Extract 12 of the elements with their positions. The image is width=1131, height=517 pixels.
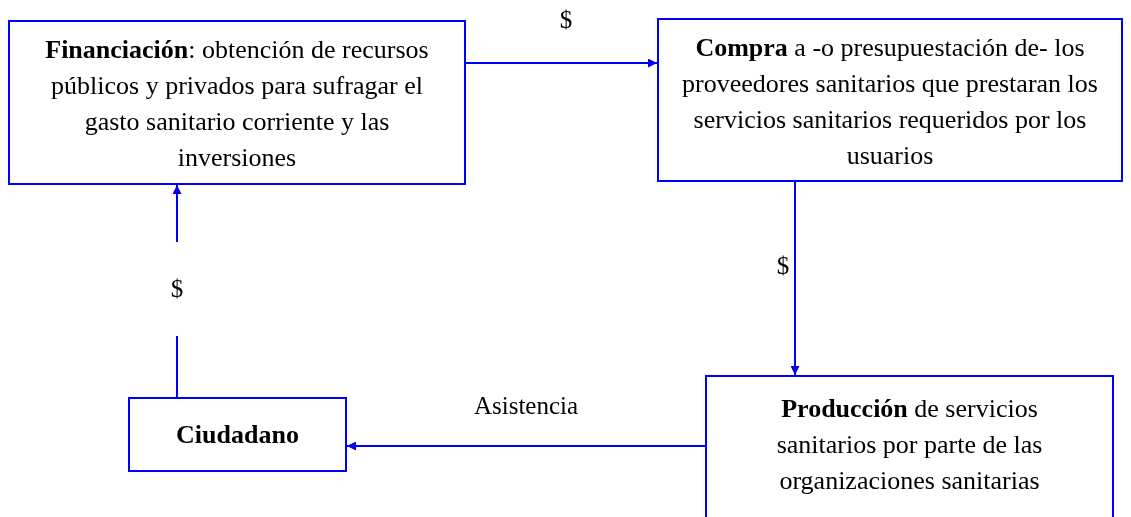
box-text: Ciudadano [176,419,299,451]
arrow [465,58,658,68]
box-text: Compra a -o presupuestación de- los proveedores sanitarios que prestaran los servicios sanitarios requeridos por los usuarios [681,32,1099,172]
arrow [790,181,800,376]
process-box [8,20,466,185]
process-box [705,375,1114,517]
edge-label: $ [168,242,186,336]
box-text: Producción de servicios sanitarios por parte de las organizaciones sanitarias [775,393,1044,497]
box-text: Financiación: obtención de recursos públicos y privados para sufragar el gasto sanitario corriente y las inversiones [44,34,430,174]
process-box [128,397,347,472]
arrow [346,441,706,451]
process-box [657,18,1123,182]
